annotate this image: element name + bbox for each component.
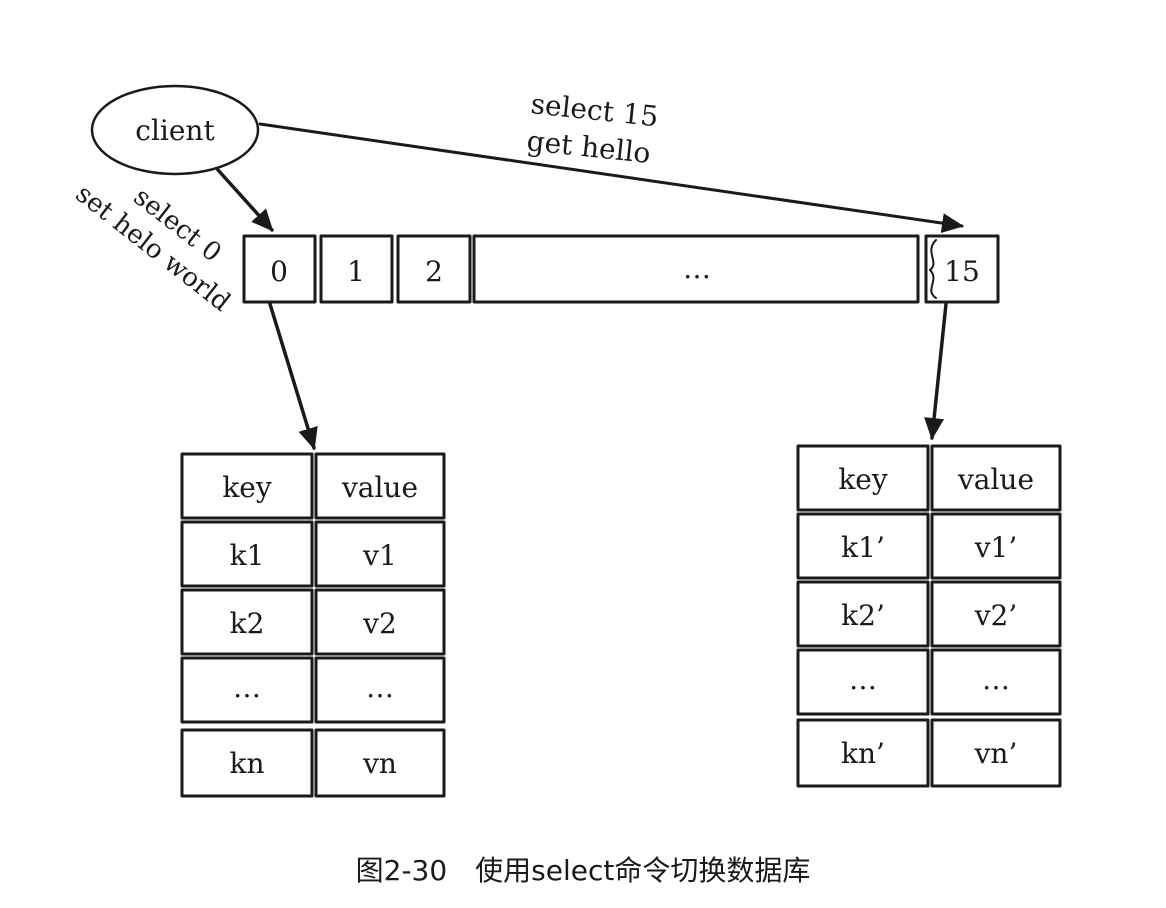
- table-left-row-3-value-box: [314, 656, 446, 724]
- table-left-row-4-key-box: [180, 728, 314, 798]
- table-right: key value k1’ v1’ k2’ v2’ … … kn’ vn’: [796, 444, 1062, 788]
- table-right-header-key-box: [796, 444, 930, 512]
- annotation-select15-line2: get hello: [525, 124, 652, 170]
- db-cell-15: 15: [944, 255, 980, 288]
- table-right-row-2-value: v2’: [974, 599, 1018, 632]
- db-cell-2-box: [396, 234, 472, 304]
- db-cell-1-box: [319, 234, 394, 304]
- table-right-row-4-key: kn’: [841, 737, 885, 770]
- db-cell-1: 1: [347, 255, 365, 288]
- table-left-row-3-key-box: [180, 656, 314, 724]
- client-node: client: [90, 84, 260, 176]
- table-left-row-2-value: v2: [362, 607, 397, 640]
- table-left-row-4-value-box: [314, 728, 446, 798]
- table-left-header-key-box: [180, 452, 314, 520]
- table-left-row-1-value-box: [314, 520, 446, 588]
- db-cell-0: 0: [270, 255, 288, 288]
- db-cell-2: 2: [425, 255, 443, 288]
- table-right-header-key: key: [838, 463, 888, 496]
- client-label: client: [135, 114, 215, 147]
- table-right-row-3-key: …: [849, 663, 877, 696]
- arrow-db15-to-right-table: [924, 302, 948, 440]
- annotation-select15: select 15 get hello: [525, 87, 660, 170]
- database-row: 0 1 2 … 15: [242, 234, 1000, 304]
- table-right-row-4-value: vn’: [974, 737, 1018, 770]
- table-left-header-value-box: [314, 452, 446, 520]
- table-right-row-1-key: k1’: [841, 531, 885, 564]
- arrow-db0-to-left-table: [268, 302, 318, 450]
- annotation-select0: select 0 set helo world: [70, 179, 236, 318]
- table-right-header-value: value: [957, 463, 1034, 496]
- db-cell-15-brace: [929, 239, 937, 299]
- table-left-row-1-value: v1: [362, 539, 397, 572]
- table-right-row-3-key-box: [796, 648, 930, 716]
- db-cell-mid-box: [472, 234, 920, 304]
- table-left-row-2-key: k2: [230, 607, 265, 640]
- table-left-header-key: key: [222, 471, 272, 504]
- table-right-row-1-value: v1’: [974, 531, 1018, 564]
- table-left-row-2-key-box: [180, 588, 314, 656]
- table-right-header-value-box: [930, 444, 1062, 512]
- table-right-row-2-value-box: [930, 580, 1062, 648]
- table-right-row-1-key-box: [796, 512, 930, 580]
- table-right-row-4-value-box: [930, 718, 1062, 788]
- table-left-row-3-value: …: [366, 671, 394, 704]
- table-left-row-4-key: kn: [230, 747, 265, 780]
- table-left-row-2-value-box: [314, 588, 446, 656]
- table-left-header-value: value: [341, 471, 418, 504]
- db-cell-mid: …: [683, 252, 711, 285]
- arrow-client-to-db15: [258, 122, 964, 234]
- table-left-row-1-key: k1: [230, 539, 265, 572]
- table-left: key value k1 v1 k2 v2 … … kn vn: [180, 452, 446, 798]
- table-left-row-3-key: …: [233, 671, 261, 704]
- arrow-client-to-db0: [216, 168, 274, 232]
- table-right-row-3-value: …: [982, 663, 1010, 696]
- table-right-row-2-key: k2’: [841, 599, 885, 632]
- table-right-row-1-value-box: [930, 512, 1062, 580]
- table-left-row-1-key-box: [180, 520, 314, 588]
- table-right-row-2-key-box: [796, 580, 930, 648]
- db-cell-15-box: [924, 234, 1000, 304]
- table-right-row-4-key-box: [796, 718, 930, 788]
- table-left-row-4-value: vn: [362, 747, 397, 780]
- db-cell-0-box: [242, 234, 317, 304]
- figure-caption: 图2-30 使用select命令切换数据库: [356, 854, 811, 887]
- table-right-row-3-value-box: [930, 648, 1062, 716]
